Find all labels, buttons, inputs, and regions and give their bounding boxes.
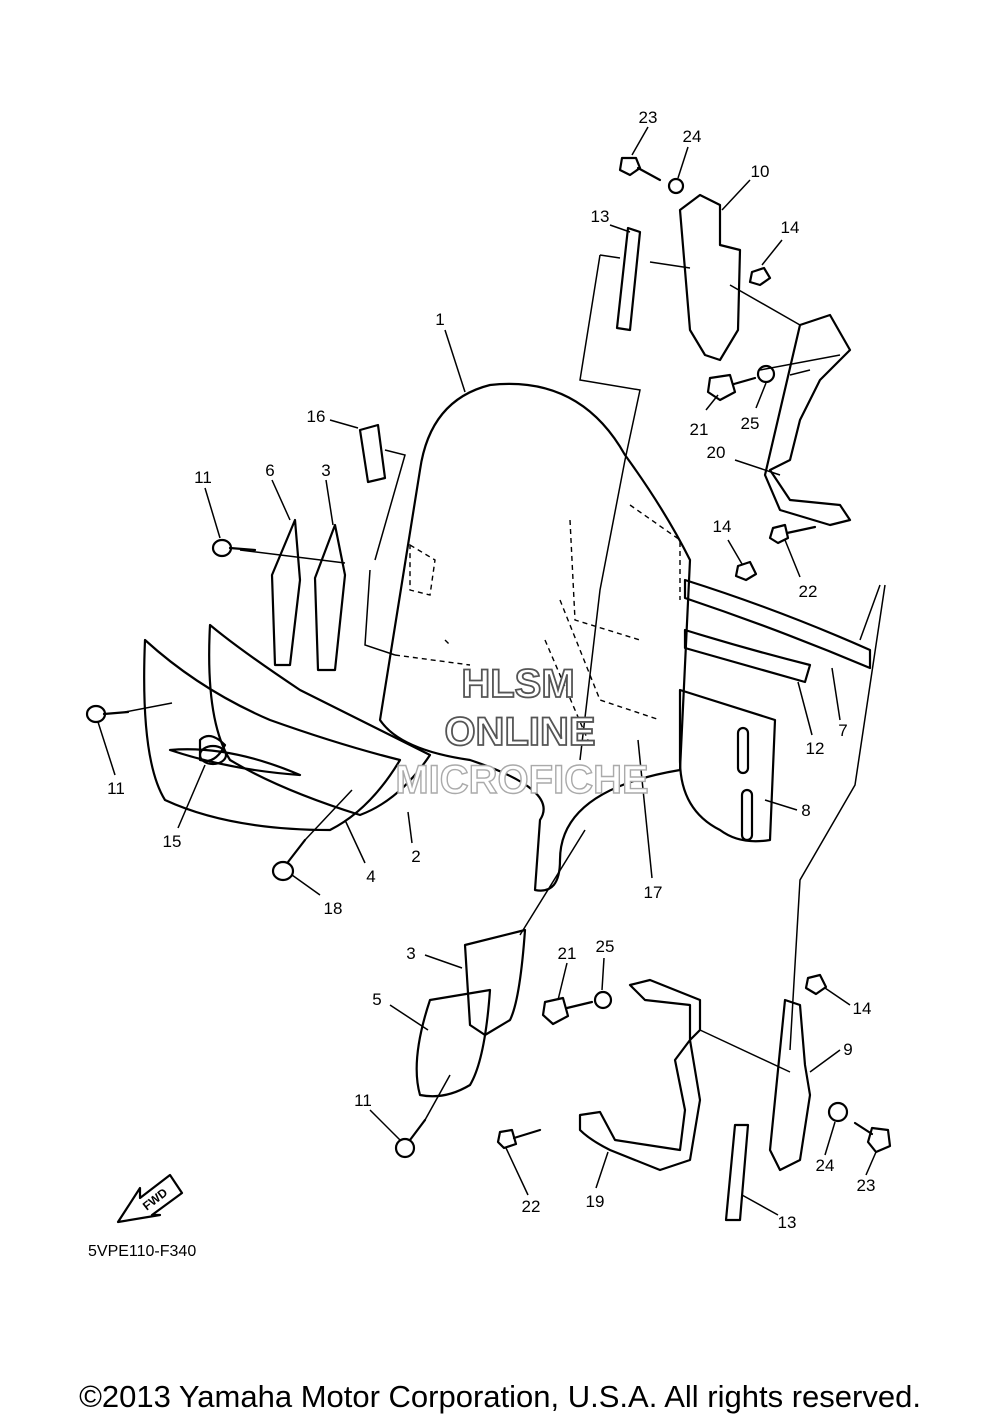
callout-14-lower: 14 bbox=[853, 999, 872, 1018]
nut-part-14-lower[interactable] bbox=[804, 973, 828, 996]
bolt-part-23-lower[interactable] bbox=[853, 1121, 892, 1154]
washer-part-25-upper[interactable] bbox=[756, 364, 776, 384]
panel-part-4[interactable] bbox=[143, 638, 402, 832]
sticker-part-16[interactable] bbox=[358, 423, 387, 484]
callout-3-upper: 3 bbox=[321, 461, 330, 480]
callout-14-mid: 14 bbox=[713, 517, 732, 536]
callout-13-lower: 13 bbox=[778, 1213, 797, 1232]
callout-4: 4 bbox=[366, 867, 375, 886]
bracket-part-5[interactable] bbox=[415, 988, 492, 1098]
callout-11-lower: 11 bbox=[354, 1091, 372, 1110]
screw-part-18[interactable] bbox=[271, 838, 307, 882]
callout-leaders bbox=[97, 126, 877, 1216]
callout-22-upper: 22 bbox=[799, 582, 818, 601]
callout-3-lower: 3 bbox=[406, 944, 415, 963]
windshield-part-1[interactable] bbox=[378, 382, 692, 892]
bracket-part-6[interactable] bbox=[270, 518, 302, 667]
washer-part-24-lower[interactable] bbox=[827, 1101, 849, 1123]
washer-part-24-upper[interactable] bbox=[667, 177, 685, 195]
callout-11-left: 11 bbox=[107, 779, 125, 798]
callout-18: 18 bbox=[324, 899, 343, 918]
callout-6: 6 bbox=[265, 461, 274, 480]
screw-part-11-left[interactable] bbox=[85, 704, 130, 724]
copyright-notice: ©2013 Yamaha Motor Corporation, U.S.A. A… bbox=[79, 1379, 921, 1414]
callout-21-upper: 21 bbox=[690, 420, 709, 439]
callout-19: 19 bbox=[586, 1192, 605, 1211]
stay-part-20[interactable] bbox=[763, 313, 852, 527]
callout-12: 12 bbox=[806, 739, 825, 758]
callout-2: 2 bbox=[411, 847, 420, 866]
washer-part-25-lower[interactable] bbox=[593, 990, 613, 1010]
callout-23-lower: 23 bbox=[857, 1176, 876, 1195]
bracket-part-9[interactable] bbox=[768, 998, 812, 1172]
screw-part-11-lower[interactable] bbox=[394, 1118, 427, 1159]
callout-5: 5 bbox=[372, 990, 381, 1009]
diagram-code: 5VPE110-F340 bbox=[88, 1243, 196, 1260]
deflector-part-8[interactable] bbox=[678, 688, 777, 843]
plate-part-13-lower[interactable] bbox=[724, 1123, 750, 1222]
strip-part-12[interactable] bbox=[683, 628, 812, 684]
callout-23-upper: 23 bbox=[639, 108, 658, 127]
callout-17: 17 bbox=[644, 883, 663, 902]
bolt-part-22-lower[interactable] bbox=[496, 1128, 542, 1150]
callout-25-upper: 25 bbox=[741, 414, 760, 433]
callout-24-upper: 24 bbox=[683, 127, 702, 146]
callout-25-lower: 25 bbox=[596, 937, 615, 956]
bracket-part-19[interactable] bbox=[578, 978, 702, 1172]
watermark: HLSM ONLINE MICROFICHE bbox=[395, 661, 650, 803]
callout-labels: 23 24 10 13 14 1 21 25 16 20 11 6 3 14 2… bbox=[107, 108, 875, 1232]
screw-part-11-upper[interactable] bbox=[211, 538, 257, 558]
plate-part-13-upper[interactable] bbox=[615, 226, 642, 332]
callout-11-upper: 11 bbox=[194, 468, 212, 487]
bracket-part-10[interactable] bbox=[678, 193, 742, 362]
callout-15: 15 bbox=[163, 832, 182, 851]
callout-14-upper: 14 bbox=[781, 218, 800, 237]
bolt-part-22-upper[interactable] bbox=[768, 523, 817, 545]
watermark-line-1: HLSM bbox=[461, 662, 574, 706]
nut-part-14-mid[interactable] bbox=[734, 560, 758, 582]
strip-part-7[interactable] bbox=[683, 578, 872, 670]
fwd-arrow-icon: FWD bbox=[116, 1173, 184, 1224]
watermark-line-2: ONLINE bbox=[444, 710, 595, 754]
callout-7: 7 bbox=[838, 721, 847, 740]
callout-8: 8 bbox=[801, 801, 810, 820]
callout-24-lower: 24 bbox=[816, 1156, 835, 1175]
bolt-part-21-lower[interactable] bbox=[541, 996, 594, 1026]
watermark-line-3: MICROFICHE bbox=[395, 758, 648, 802]
bolt-part-21-upper[interactable] bbox=[706, 373, 757, 402]
callout-9: 9 bbox=[843, 1040, 852, 1059]
nut-part-14-upper[interactable] bbox=[748, 266, 772, 287]
callout-22-lower: 22 bbox=[522, 1197, 541, 1216]
callout-1: 1 bbox=[435, 310, 444, 329]
bracket-part-3-upper[interactable] bbox=[313, 523, 347, 672]
callout-16: 16 bbox=[307, 407, 326, 426]
callout-10: 10 bbox=[751, 162, 770, 181]
callout-13-upper: 13 bbox=[591, 207, 610, 226]
bolt-part-23-upper[interactable] bbox=[618, 156, 662, 182]
bracket-part-3-lower[interactable] bbox=[463, 928, 527, 1037]
callout-20: 20 bbox=[707, 443, 726, 462]
callout-21-lower: 21 bbox=[558, 944, 577, 963]
emblem-part-15[interactable] bbox=[168, 734, 302, 777]
